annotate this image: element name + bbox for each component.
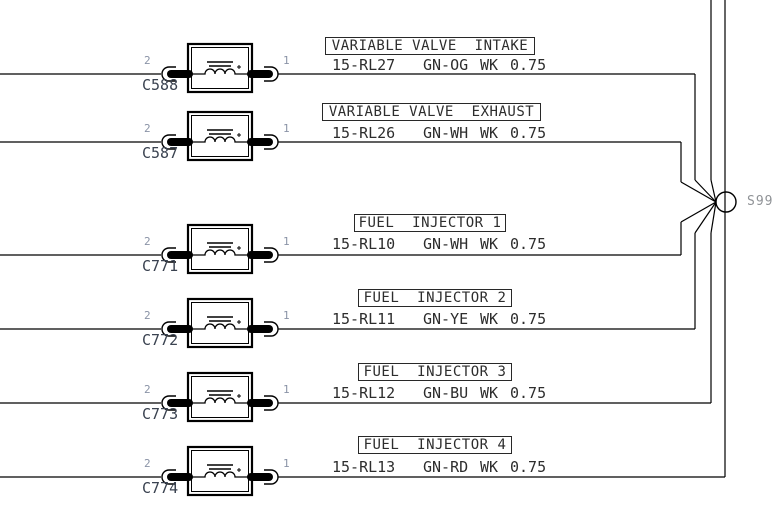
gauge-size: 0.75 [510,310,547,328]
pin-number-left: 2 [144,309,151,322]
circuit-id: 15-RL10 [332,235,396,253]
connector-bracket-left [161,395,176,411]
component-box [186,445,254,497]
wire-color-code: GN-OG [423,56,469,74]
component-label: VARIABLE VALVE INTAKE [331,38,529,54]
connector-bracket-left [161,134,176,150]
wire-splice-diagonal [710,201,717,234]
component-label-box: VARIABLE VALVE INTAKE [325,37,535,55]
component-label-box: FUEL INJECTOR 3 [358,363,512,381]
solenoid-coil [189,249,249,256]
solenoid-coil [189,136,249,143]
component-label-box: FUEL INJECTOR 4 [358,436,512,454]
connector-id: C773 [142,405,179,423]
wire-color-code: GN-WH [423,124,469,142]
connector-id: C771 [142,257,179,275]
gauge-type: WK [480,124,499,142]
connector-bracket-left [161,247,176,263]
pin-number-right: 1 [283,122,290,135]
gauge-size: 0.75 [510,384,547,402]
component-box-inner [191,228,249,270]
gauge-type: WK [480,384,499,402]
circuit-id: 15-RL12 [332,384,396,402]
component-box [186,110,254,162]
circuit-id: 15-RL27 [332,56,396,74]
component-box-inner [191,450,249,492]
component-box [186,297,254,349]
pin-number-left: 2 [144,122,151,135]
component-box-inner [191,376,249,418]
connector-id: C588 [142,76,179,94]
component-label: FUEL INJECTOR 4 [363,437,507,453]
connector-bracket-left [161,321,176,337]
gauge-size: 0.75 [510,124,547,142]
solenoid-coil [189,323,249,330]
connector-id: C774 [142,479,179,497]
component-label-box: VARIABLE VALVE EXHAUST [322,103,541,121]
gauge-type: WK [480,56,499,74]
circuit-id: 15-RL26 [332,124,396,142]
component-label: VARIABLE VALVE EXHAUST [328,104,535,120]
component-box-inner [191,47,249,89]
connector-id: C772 [142,331,179,349]
component-box [186,223,254,275]
component-box [186,42,254,94]
wire-color-code: GN-BU [423,384,469,402]
solenoid-coil [189,397,249,404]
wire-splice-diagonal [694,201,717,234]
gauge-size: 0.75 [510,235,547,253]
wire-color-code: GN-RD [423,458,469,476]
splice-label: S99 [747,194,774,209]
wire-color-code: GN-WH [423,235,469,253]
pin-number-right: 1 [283,54,290,67]
pin-number-left: 2 [144,54,151,67]
component-label-box: FUEL INJECTOR 2 [358,289,512,307]
component-box [186,371,254,423]
wire-splice-diagonal [694,179,717,203]
pin-number-right: 1 [283,309,290,322]
wire-splice-diagonal [680,201,717,223]
pin-number-right: 1 [283,383,290,396]
pin-number-right: 1 [283,235,290,248]
component-label-box: FUEL INJECTOR 1 [354,214,506,232]
wire-splice-diagonal [680,181,717,203]
connector-bracket-left [161,469,176,485]
component-label: FUEL INJECTOR 1 [358,215,502,231]
component-label: FUEL INJECTOR 2 [363,290,507,306]
solenoid-coil [189,471,249,478]
gauge-type: WK [480,458,499,476]
pin-number-left: 2 [144,235,151,248]
pin-number-left: 2 [144,457,151,470]
gauge-type: WK [480,235,499,253]
component-box-inner [191,115,249,157]
splice-circle [715,191,737,213]
gauge-size: 0.75 [510,458,547,476]
gauge-type: WK [480,310,499,328]
pin-number-right: 1 [283,457,290,470]
wire-color-code: GN-YE [423,310,469,328]
component-label: FUEL INJECTOR 3 [363,364,507,380]
connector-bracket-left [161,66,176,82]
gauge-size: 0.75 [510,56,547,74]
pin-number-left: 2 [144,383,151,396]
solenoid-coil [189,68,249,75]
circuit-id: 15-RL13 [332,458,396,476]
splice-feed-diagonal [710,179,717,203]
circuit-id: 15-RL11 [332,310,396,328]
connector-id: C587 [142,144,179,162]
component-box-inner [191,302,249,344]
